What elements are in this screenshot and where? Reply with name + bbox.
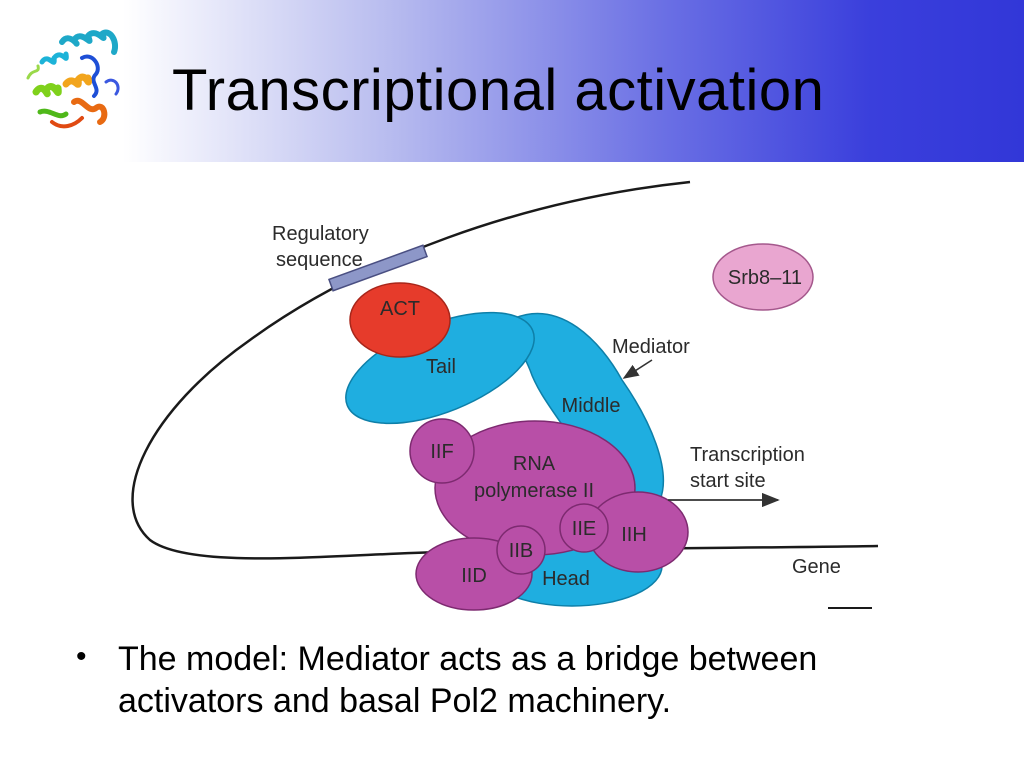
middle-label: Middle [562, 395, 621, 417]
slide-title: Transcriptional activation [172, 58, 825, 123]
tss-label-line1: Transcription [690, 444, 805, 466]
mediator-arrow [622, 359, 653, 379]
bullet-marker: • [76, 640, 87, 673]
gene-label: Gene [792, 556, 841, 578]
rna-label-line1: RNA [513, 453, 556, 475]
tss-label-line2: start site [690, 470, 766, 492]
title-bar: Transcriptional activation [0, 0, 1024, 162]
srb8-11-label: Srb8–11 [728, 267, 802, 289]
regulatory-sequence-bar [328, 244, 428, 292]
iib-shape [496, 525, 546, 575]
act-label: ACT [380, 298, 420, 320]
iif-shape [409, 418, 475, 484]
iib-label: IIB [509, 540, 533, 562]
iie-shape [559, 503, 609, 553]
iih-label: IIH [621, 524, 647, 546]
head-label: Head [542, 568, 590, 590]
protein-structure-logo [22, 22, 132, 134]
rna-label-line2: polymerase II [474, 480, 594, 502]
mediator-label: Mediator [612, 336, 690, 358]
regulatory-label-line2: sequence [276, 249, 363, 271]
transcription-diagram: Regulatory sequence ACT Tail Mediator Mi… [131, 180, 879, 611]
regulatory-label-line1: Regulatory [272, 223, 369, 245]
tail-label: Tail [426, 356, 456, 378]
srb8-11-shape [712, 243, 814, 311]
iif-label: IIF [430, 441, 453, 463]
activator-shape [349, 282, 451, 358]
iid-label: IID [461, 565, 487, 587]
bullet-text: The model: Mediator acts as a bridge bet… [118, 640, 818, 720]
iie-label: IIE [572, 518, 596, 540]
